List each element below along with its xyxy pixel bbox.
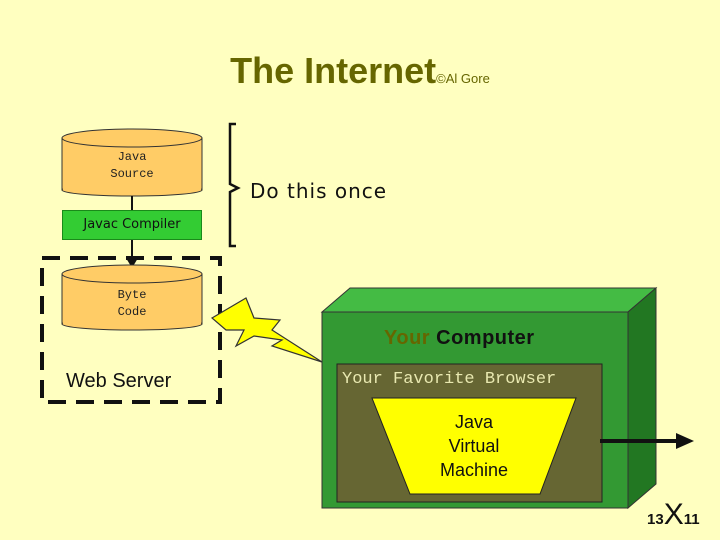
do-this-once-label: Do this once xyxy=(250,179,388,203)
byte-code-label: Byte Code xyxy=(62,287,202,321)
jvm-line2: Virtual xyxy=(448,436,500,456)
title-credit: ©Al Gore xyxy=(436,71,490,86)
your-word: Your xyxy=(384,327,431,349)
byte-code-line1: Byte xyxy=(117,288,147,302)
byte-code-cylinder-icon xyxy=(61,264,203,331)
page-number-right: 11 xyxy=(683,511,700,528)
java-source-cylinder-icon xyxy=(61,128,203,197)
title: The Internet©Al Gore xyxy=(0,50,720,92)
java-source-line1: Java xyxy=(117,150,147,164)
jvm-line1: Java xyxy=(454,412,494,432)
page-number-left: 13 xyxy=(647,511,664,528)
java-source-line2: Source xyxy=(110,167,154,181)
page-number: 13X11 xyxy=(647,498,700,532)
web-server-label: Web Server xyxy=(66,370,172,392)
lightning-bolt-icon xyxy=(210,297,323,363)
your-computer-label: Your Computer xyxy=(384,327,535,350)
title-main: The Internet xyxy=(230,50,437,91)
byte-code-line2: Code xyxy=(117,305,147,319)
page-number-mid: X xyxy=(663,498,684,531)
connector-arrowhead xyxy=(126,258,138,268)
java-source-label: Java Source xyxy=(62,149,202,183)
jvm-line3: Machine xyxy=(439,460,509,480)
brace-icon xyxy=(228,122,241,248)
arrow-right-icon xyxy=(676,433,694,449)
jvm-trapezoid xyxy=(371,397,577,495)
javac-compiler-box: Javac Compiler xyxy=(62,210,202,240)
computer-word: Computer xyxy=(436,327,535,349)
jvm-label: Java Virtual Machine xyxy=(404,410,544,482)
browser-label: Your Favorite Browser xyxy=(342,370,557,389)
